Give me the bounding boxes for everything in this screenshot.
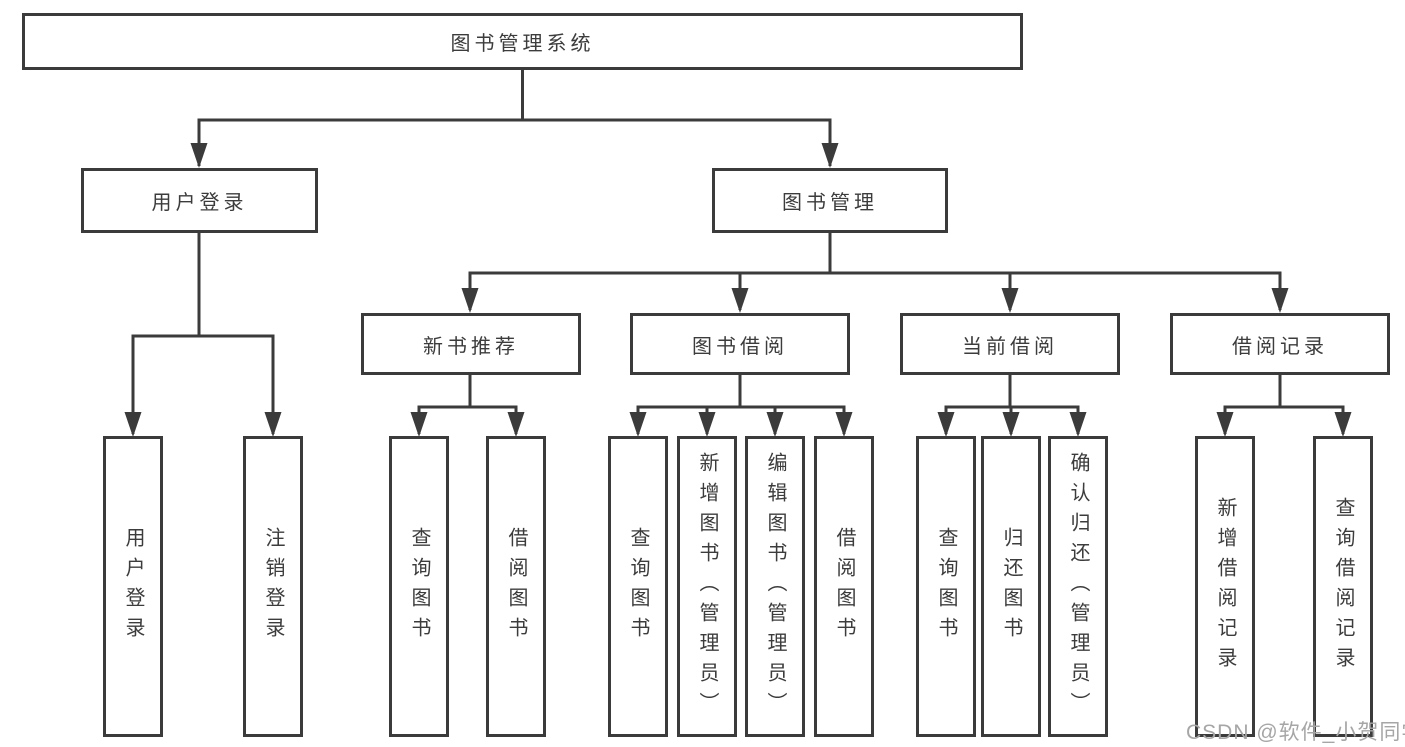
- node-user-login-module: 用户登录: [81, 168, 318, 233]
- node-logout: 注销登录: [243, 436, 303, 737]
- node-book-borrowing: 图书借阅: [630, 313, 850, 375]
- csdn-watermark: CSDN @软件_小贺同学: [1186, 721, 1405, 744]
- node-query-books-current: 查询图书: [916, 436, 976, 737]
- node-borrow-books: 借阅图书: [814, 436, 874, 737]
- node-book-management: 图书管理: [712, 168, 948, 233]
- node-query-borrow-record: 查询借阅记录: [1313, 436, 1373, 737]
- node-edit-book-admin: 编辑图书（管理员）: [745, 436, 805, 737]
- node-confirm-return-admin: 确认归还（管理员）: [1048, 436, 1108, 737]
- node-add-book-admin: 新增图书（管理员）: [677, 436, 737, 737]
- node-add-borrow-record: 新增借阅记录: [1195, 436, 1255, 737]
- node-user-login: 用户登录: [103, 436, 163, 737]
- node-query-books-borrow: 查询图书: [608, 436, 668, 737]
- node-return-books: 归还图书: [981, 436, 1041, 737]
- node-borrowing-records: 借阅记录: [1170, 313, 1390, 375]
- node-borrow-books-recommend: 借阅图书: [486, 436, 546, 737]
- node-library-system: 图书管理系统: [22, 13, 1023, 70]
- node-query-books-recommend: 查询图书: [389, 436, 449, 737]
- node-new-book-recommendation: 新书推荐: [361, 313, 581, 375]
- node-current-borrowing: 当前借阅: [900, 313, 1120, 375]
